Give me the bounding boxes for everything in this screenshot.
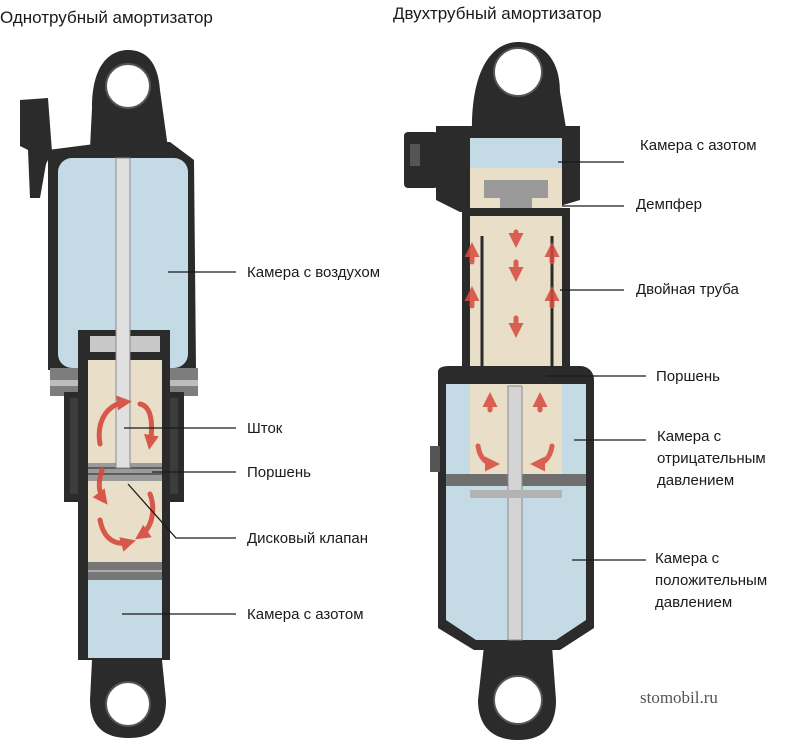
leader-lines [122, 161, 646, 615]
label-negative-line1: Камера с [657, 428, 722, 445]
monotube-shock [20, 50, 198, 738]
mono-bottom-eye-hole [105, 681, 151, 727]
label-positive-line3: давлением [655, 594, 733, 611]
label-damper: Демпфер [636, 196, 702, 213]
twin-side-valve [430, 446, 440, 472]
mono-title: Однотрубный амортизатор [0, 8, 213, 27]
mono-adjuster-lever [20, 98, 52, 198]
twin-top-eye-hole [493, 47, 543, 97]
label-positive-line1: Камера с [655, 550, 720, 567]
twin-nitrogen-fill [470, 138, 562, 170]
label-air-chamber: Камера с воздухом [247, 264, 381, 281]
twintube-shock [404, 42, 594, 740]
mono-flow-arrows [92, 395, 159, 552]
label-negative-chamber: Камера с отрицательным давлением [657, 426, 766, 492]
mono-nitrogen-fill [88, 580, 162, 658]
twin-damper-block [484, 180, 548, 214]
label-mono-nitrogen: Камера с азотом [247, 606, 364, 623]
watermark: stomobil.ru [640, 688, 718, 707]
label-twin-piston: Поршень [656, 368, 720, 385]
twin-title: Двухтрубный амортизатор [393, 4, 602, 23]
label-positive-chamber: Камера с положительным давлением [655, 548, 767, 614]
label-double-tube: Двойная труба [636, 281, 739, 298]
leader-disc-valve [127, 483, 236, 539]
label-negative-line2: отрицательным [657, 450, 766, 467]
twin-adjuster [404, 132, 438, 188]
twin-flow-arrows [464, 229, 560, 472]
label-mono-piston: Поршень [247, 464, 311, 481]
twin-rod [507, 385, 523, 641]
label-twin-nitrogen: Камера с азотом [640, 137, 757, 154]
mono-top-eye-hole [105, 63, 151, 109]
label-negative-line3: давлением [657, 472, 735, 489]
label-disc-valve: Дисковый клапан [247, 530, 368, 547]
label-rod: Шток [247, 420, 283, 437]
label-positive-line2: положительным [655, 572, 768, 589]
mono-rod [115, 157, 131, 469]
twin-bottom-eye-hole [493, 675, 543, 725]
